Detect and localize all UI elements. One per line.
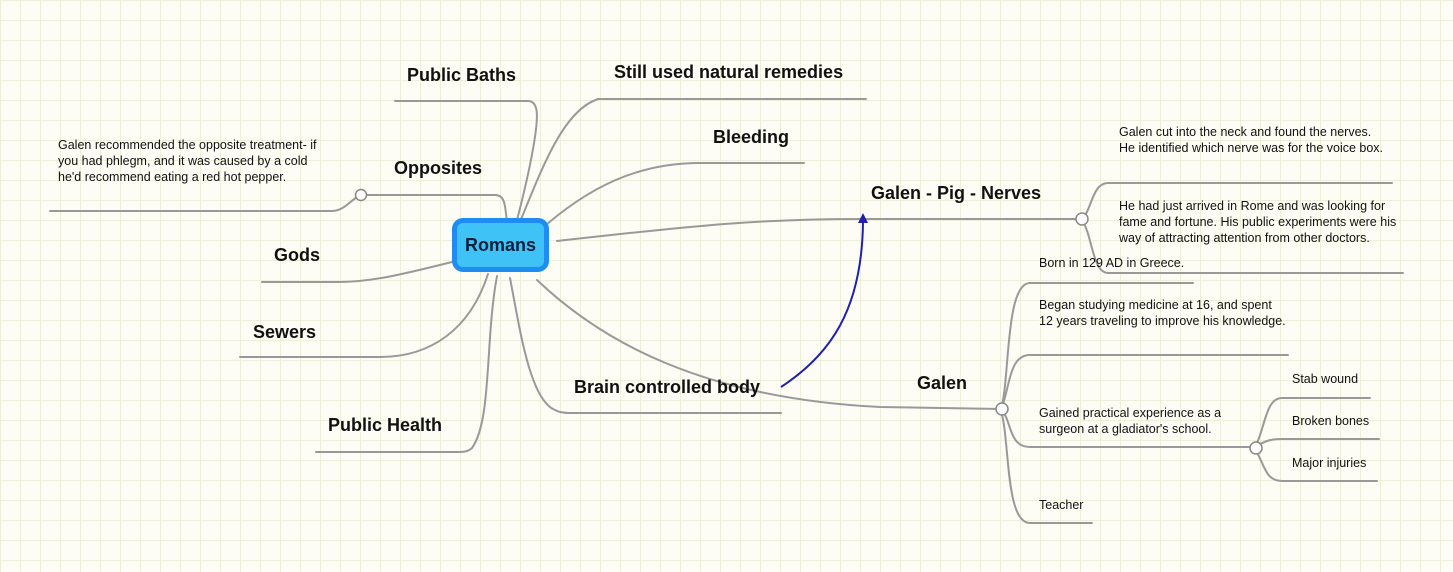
branch-opposites xyxy=(361,194,508,223)
note-studying[interactable]: Began studying medicine at 16, and spent… xyxy=(1039,298,1286,328)
branch-gods xyxy=(261,261,453,283)
link-galen-teacher xyxy=(1000,410,1093,524)
branch-public-health xyxy=(315,275,498,453)
link-opposites-note xyxy=(49,194,362,212)
collapse-handle-pig-nerves xyxy=(1075,212,1089,226)
root-node-romans[interactable]: Romans xyxy=(452,218,549,272)
branch-natural-remedies xyxy=(519,98,867,223)
topic-galen[interactable]: Galen xyxy=(917,373,968,393)
collapse-handle-galen xyxy=(995,402,1009,416)
topic-opposites[interactable]: Opposites xyxy=(394,158,483,178)
topic-bleeding[interactable]: Bleeding xyxy=(713,127,790,147)
branch-public-baths xyxy=(394,100,538,221)
link-nerves-2 xyxy=(1081,220,1404,274)
branch-pig-nerves xyxy=(556,218,1082,242)
relationship-arrowhead xyxy=(858,213,868,223)
topic-public-baths[interactable]: Public Baths xyxy=(407,65,517,85)
relationship-arrow xyxy=(780,221,864,388)
branch-bleeding xyxy=(537,162,805,233)
branch-sewers xyxy=(239,273,489,358)
collapse-handle-opposites xyxy=(354,188,368,202)
topic-gods[interactable]: Gods xyxy=(274,245,321,265)
note-opposites[interactable]: Galen recommended the opposite treatment… xyxy=(58,138,317,184)
link-galen-born xyxy=(1000,282,1194,410)
note-born[interactable]: Born in 129 AD in Greece. xyxy=(1039,256,1185,270)
topic-brain-controlled-body[interactable]: Brain controlled body xyxy=(574,377,761,397)
link-stab xyxy=(1254,397,1371,448)
note-teacher[interactable]: Teacher xyxy=(1039,498,1084,512)
link-galen-studying xyxy=(1000,354,1289,410)
note-experience[interactable]: Gained practical experience as a surgeon… xyxy=(1039,406,1222,436)
note-stab-wound[interactable]: Stab wound xyxy=(1292,372,1359,386)
root-label: Romans xyxy=(464,234,536,255)
topic-sewers[interactable]: Sewers xyxy=(253,322,317,342)
link-bones xyxy=(1254,438,1380,448)
branch-galen xyxy=(536,279,1002,410)
topic-galen-pig-nerves[interactable]: Galen - Pig - Nerves xyxy=(871,183,1042,203)
note-nerves-1[interactable]: Galen cut into the neck and found the ne… xyxy=(1119,125,1384,155)
note-nerves-2[interactable]: He had just arrived in Rome and was look… xyxy=(1119,199,1397,245)
note-broken-bones[interactable]: Broken bones xyxy=(1292,414,1370,428)
collapse-handle-experience xyxy=(1249,441,1263,455)
topic-public-health[interactable]: Public Health xyxy=(328,415,443,435)
branch-brain xyxy=(509,277,782,414)
topic-natural-remedies[interactable]: Still used natural remedies xyxy=(614,62,844,82)
note-major-injuries[interactable]: Major injuries xyxy=(1292,456,1367,470)
